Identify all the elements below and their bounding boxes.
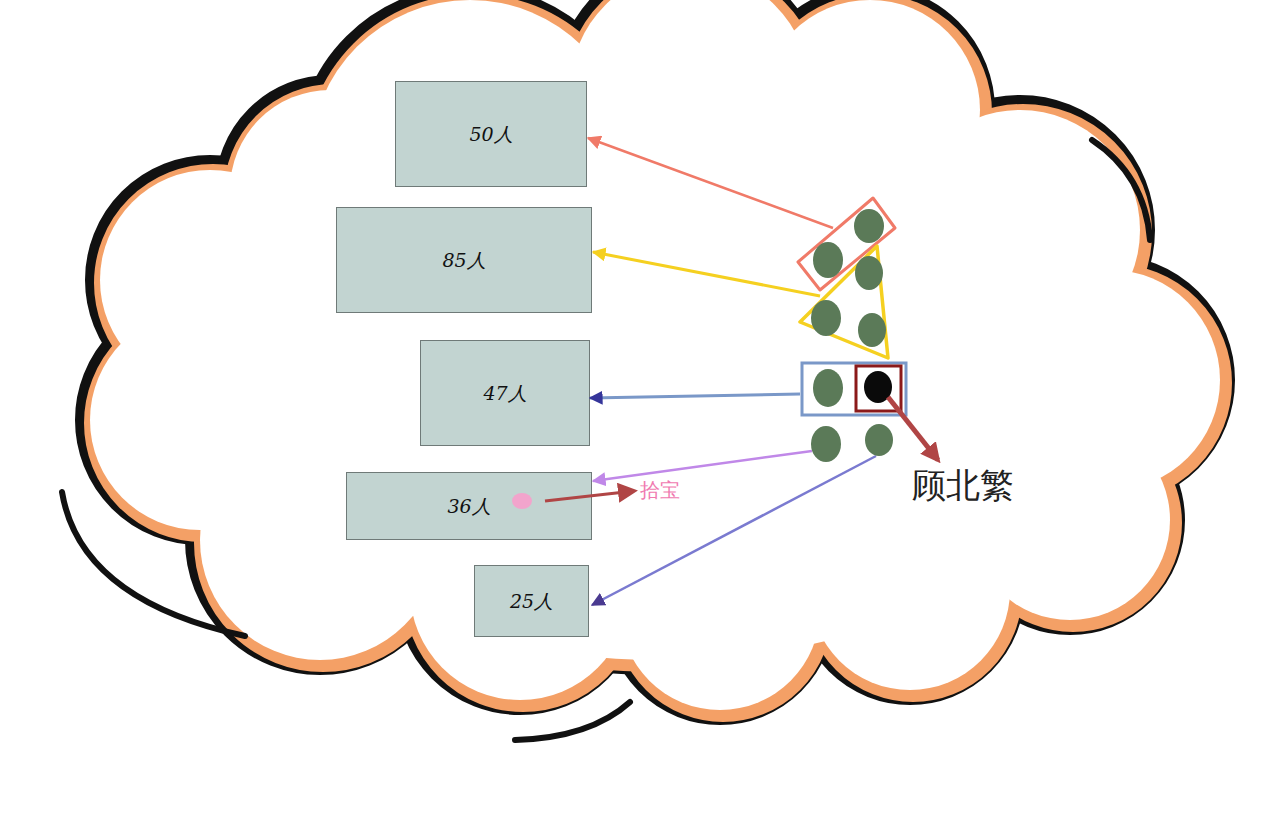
highlight-box bbox=[856, 366, 901, 411]
member-dot bbox=[811, 300, 841, 336]
motion-stroke bbox=[62, 492, 245, 636]
member-dot bbox=[855, 256, 883, 290]
member-dot bbox=[813, 369, 843, 407]
head-count: 36人 bbox=[447, 495, 490, 518]
group-box: 25人 bbox=[474, 565, 589, 637]
head-count: 47人 bbox=[483, 382, 526, 405]
motion-stroke bbox=[515, 702, 630, 740]
group-outline bbox=[802, 363, 906, 415]
member-dot bbox=[858, 313, 886, 347]
callout-arrow bbox=[545, 491, 634, 501]
member-arrow bbox=[592, 456, 876, 605]
cloud-fill bbox=[90, 0, 1220, 710]
motion-stroke bbox=[1092, 140, 1150, 240]
group-outline bbox=[798, 198, 895, 290]
highlight-dot bbox=[864, 371, 892, 403]
group-box: 85人 bbox=[336, 207, 592, 313]
group-arrow bbox=[590, 394, 800, 398]
member-dot bbox=[813, 242, 843, 278]
member-dot bbox=[854, 209, 884, 243]
group-box: 50人 bbox=[395, 81, 587, 187]
group-box: 47人 bbox=[420, 340, 590, 446]
cloud-outline bbox=[90, 0, 1220, 710]
head-count: 50人 bbox=[469, 123, 512, 146]
group-arrow bbox=[588, 138, 833, 228]
member-dot bbox=[865, 424, 893, 456]
member-arrow bbox=[593, 451, 812, 481]
annotation-label: 拾宝 bbox=[640, 480, 680, 500]
member-dot bbox=[811, 426, 841, 462]
head-count: 25人 bbox=[510, 590, 553, 613]
callout-arrow bbox=[888, 397, 938, 460]
group-box: 36人 bbox=[346, 472, 592, 540]
group-outline bbox=[800, 246, 888, 358]
annotation-label: 顾北繁 bbox=[912, 468, 1014, 502]
pink-dot bbox=[512, 493, 532, 509]
head-count: 85人 bbox=[442, 249, 485, 272]
group-arrow bbox=[593, 252, 820, 296]
